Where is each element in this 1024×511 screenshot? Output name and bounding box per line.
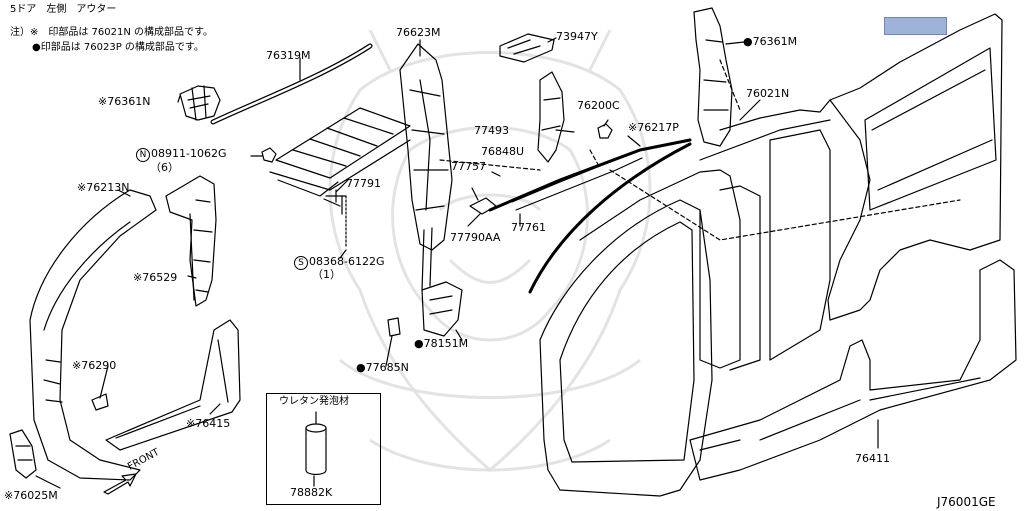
part-76217p-moulding — [488, 138, 692, 294]
inset-title: ウレタン発泡材 — [279, 396, 349, 407]
front-arrow-icon — [103, 473, 137, 495]
label-76217p: ※76217P — [628, 121, 679, 134]
part-76415-sill — [105, 319, 241, 451]
label-08911-qty: （6） — [150, 161, 179, 174]
label-76411: 76411 — [855, 452, 890, 465]
part-76319m-strip — [210, 43, 373, 125]
reference-lines — [439, 59, 961, 241]
label-77493: 77493 — [474, 124, 509, 137]
label-76200c: 76200C — [577, 99, 620, 112]
part-73947y-bracket — [499, 33, 555, 63]
label-77790aa: 77790AA — [450, 231, 501, 244]
note-line-2: ●印部品は 76023P の構成部品です。 — [32, 42, 204, 53]
label-77791: 77791 — [346, 177, 381, 190]
part-76213n-a-pillar — [29, 189, 157, 481]
label-76848u: 76848U — [481, 145, 525, 158]
label-78151m: ●78151M — [414, 337, 469, 350]
nut-08911 — [261, 147, 277, 163]
part-door-ring — [539, 199, 713, 497]
part-77685n-clip — [387, 317, 401, 337]
part-76021n-body-side — [579, 13, 1003, 371]
part-76200c-nut — [597, 123, 613, 139]
leader-lines — [35, 37, 879, 489]
part-77757-clip — [469, 197, 497, 215]
label-08368-qty: （1） — [312, 268, 341, 281]
label-76361n: ※76361N — [98, 95, 151, 108]
label-76415: ※76415 — [186, 417, 231, 430]
label-76529: ※76529 — [133, 271, 178, 284]
label-77761: 77761 — [511, 221, 546, 234]
part-76411-sill — [689, 259, 1017, 481]
label-78882k: 78882K — [290, 486, 333, 499]
part-77791-panel — [269, 107, 411, 215]
label-77757: 77757 — [451, 160, 486, 173]
watermark-emblem — [328, 30, 652, 472]
s-symbol-icon: S — [294, 256, 308, 270]
label-76025m: ※76025M — [4, 489, 58, 502]
label-76319m: 76319M — [266, 49, 311, 62]
part-77761-strip — [511, 149, 643, 211]
note-line-1: 注）※ 印部品は 76021N の構成部品です。 — [10, 27, 214, 38]
part-77493-strip — [537, 71, 565, 163]
label-76021n: 76021N — [746, 87, 790, 100]
label-76213n: ※76213N — [77, 181, 130, 194]
label-76623m: 76623M — [396, 26, 441, 39]
inset-box — [266, 393, 381, 505]
bolt-08368 — [325, 189, 347, 247]
label-76290: ※76290 — [72, 359, 117, 372]
diagram-code: J76001GE — [937, 495, 996, 509]
label-76361m: ●76361M — [743, 35, 798, 48]
part-78882k-foam — [305, 411, 327, 476]
label-73947y: 73947Y — [556, 30, 598, 43]
part-78151m-bracket — [421, 281, 463, 337]
part-76025m-bracket — [9, 429, 37, 479]
part-76361m-pillar — [693, 7, 733, 147]
part-76623m-pillar — [399, 43, 453, 291]
label-77685n: ●77685N — [356, 361, 409, 374]
highlight-tag — [884, 17, 947, 35]
n-symbol-icon: N — [136, 148, 150, 162]
part-76361n-bracket — [179, 85, 221, 121]
part-76290-plate — [91, 393, 109, 411]
part-76529-reinforcement — [165, 175, 217, 307]
diagram-title: 5ドア 左側 アウター — [10, 4, 117, 15]
